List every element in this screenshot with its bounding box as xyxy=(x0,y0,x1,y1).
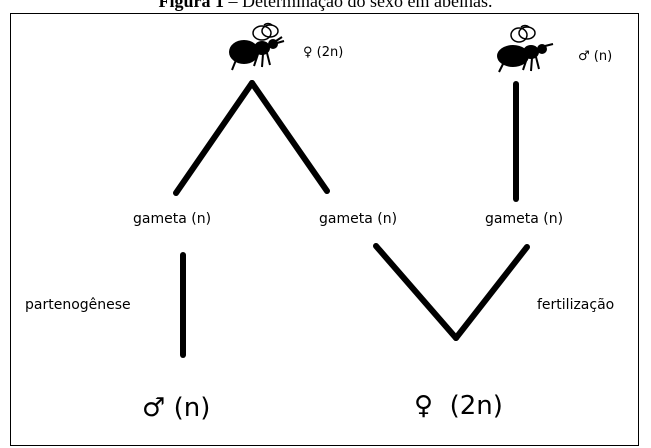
figure-title: – Determinação do sexo em abelhas. xyxy=(228,0,493,11)
gamete-label-right: gameta (n) xyxy=(485,211,564,227)
queen-left-branch xyxy=(173,80,255,196)
figure-number: Figura 1 xyxy=(158,0,225,11)
gamete-label-middle: gameta (n) xyxy=(319,211,398,227)
gamete-label-left: gameta (n) xyxy=(133,211,212,227)
drone-bee-icon xyxy=(497,24,554,73)
fertilization-right xyxy=(453,244,530,341)
queen-right-branch xyxy=(249,80,330,194)
fertilization-left xyxy=(373,243,459,341)
parthenogenesis-label: partenogênese xyxy=(25,297,131,313)
fertilization-label: fertilização xyxy=(537,297,615,313)
queen-bee-icon xyxy=(229,22,285,71)
diagram-frame xyxy=(10,13,639,446)
figure-caption: Figura 1 – Determinação do sexo em abelh… xyxy=(0,0,651,12)
female-offspring-label: ♀ (2n) xyxy=(414,391,503,421)
female-parent-label: ♀ (2n) xyxy=(303,45,344,60)
male-offspring-label: ♂ (n) xyxy=(142,393,211,423)
male-parent-label: ♂ (n) xyxy=(578,49,613,64)
